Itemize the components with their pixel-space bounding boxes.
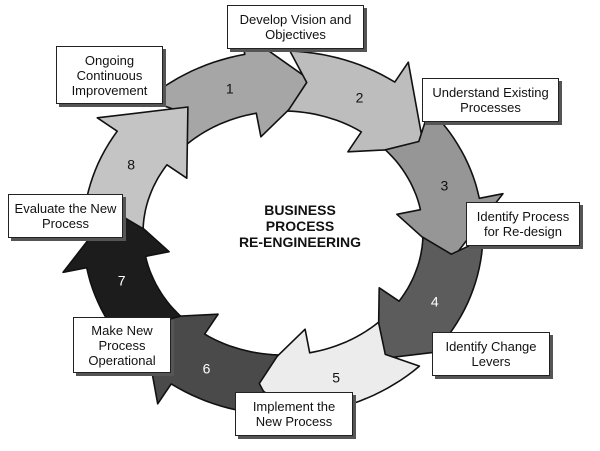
step-3-label-box: Identify Process for Re-design <box>466 202 580 246</box>
step-6-label: Make New Process Operational <box>88 322 156 368</box>
step-7-number: 7 <box>118 273 126 289</box>
step-4-label-box: Identify Change Levers <box>432 332 550 376</box>
step-8-label: Ongoing Continuous Improvement <box>71 52 148 98</box>
step-2-label: Understand Existing Processes <box>432 85 549 115</box>
center-title-line-2: PROCESS <box>265 218 335 234</box>
step-1-arrow <box>145 30 317 145</box>
step-1-label-box: Develop Vision and Objectives <box>227 5 364 49</box>
step-3-number: 3 <box>441 177 449 193</box>
step-8-label-box: Ongoing Continuous Improvement <box>56 46 163 104</box>
step-7-label: Evaluate the New Process <box>14 201 117 231</box>
step-4-label: Identify Change Levers <box>445 339 537 369</box>
step-6-arrow <box>141 313 279 416</box>
step-1-number: 1 <box>226 81 234 97</box>
step-6-number: 6 <box>203 361 211 377</box>
step-8-number: 8 <box>127 157 135 173</box>
step-5-label: Implement the New Process <box>252 399 336 429</box>
step-5-number: 5 <box>332 369 340 385</box>
step-4-number: 4 <box>431 293 439 309</box>
center-title-line-1: BUSINESS <box>264 202 336 218</box>
step-1-label: Develop Vision and Objectives <box>239 12 352 42</box>
step-2-arrow <box>287 50 425 153</box>
step-6-label-box: Make New Process Operational <box>73 317 171 373</box>
center-title-line-3: RE-ENGINEERING <box>238 234 362 250</box>
center-title: BUSINESS PROCESS RE-ENGINEERING <box>215 202 385 250</box>
step-2-label-box: Understand Existing Processes <box>422 78 559 122</box>
step-5-label-box: Implement the New Process <box>235 392 353 436</box>
step-7-label-box: Evaluate the New Process <box>8 194 123 238</box>
step-2-number: 2 <box>356 89 364 105</box>
step-4-arrow <box>377 236 484 360</box>
step-3-label: Identify Process for Re-design <box>476 209 570 239</box>
